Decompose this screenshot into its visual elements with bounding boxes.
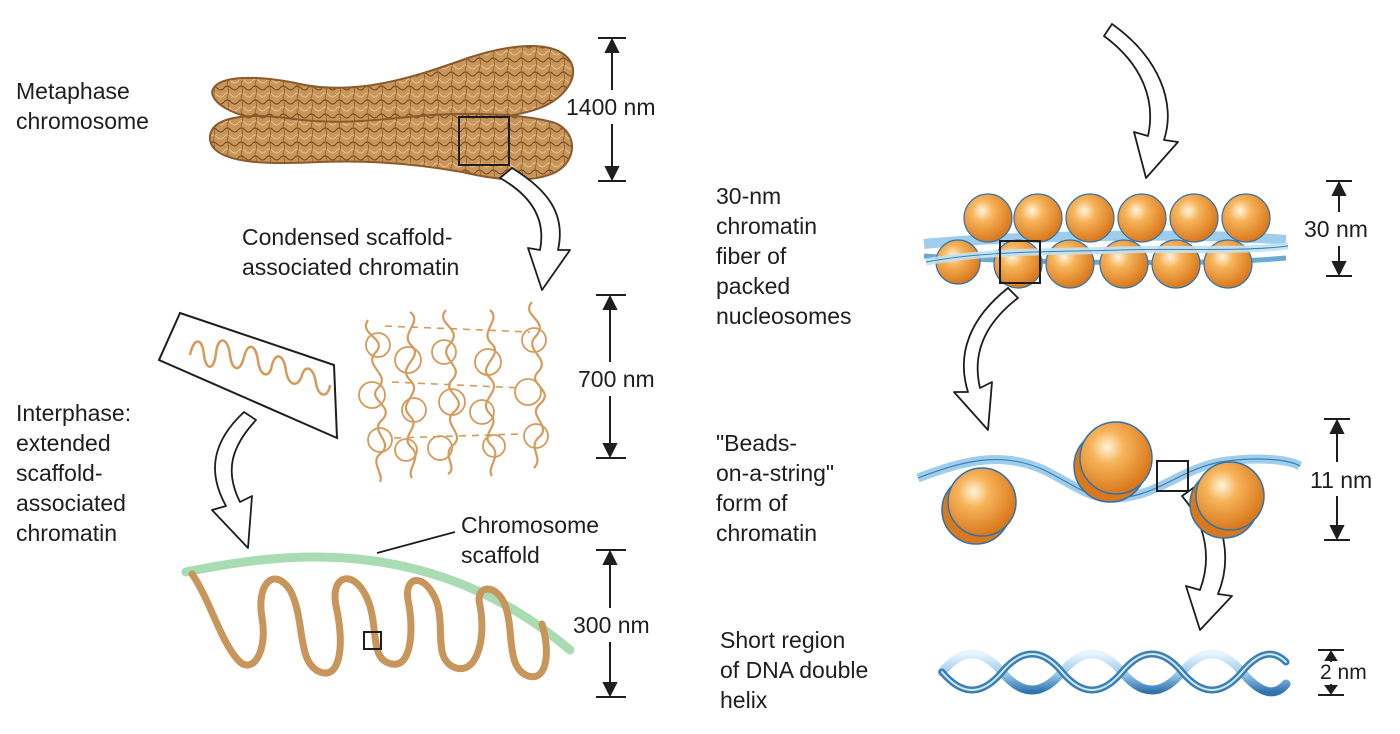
dimension-300nm: 300 nm <box>573 612 650 638</box>
dimension-bars <box>596 37 1352 698</box>
chromosome-scaffold <box>181 552 575 655</box>
extended-zoom-box <box>363 631 382 650</box>
arrow-icon <box>1103 23 1179 179</box>
arrow-icon <box>953 287 1019 431</box>
metaphase-chromosome <box>208 44 575 181</box>
arrow-icon <box>211 411 257 549</box>
beads-on-a-string <box>916 421 1303 545</box>
chromatin-fiber-30nm <box>923 193 1289 289</box>
dna-double-helix <box>937 649 1291 697</box>
dimension-1400nm: 1400 nm <box>566 94 656 120</box>
label-interphase-chromatin: Interphase: extended scaffold- associate… <box>16 400 132 546</box>
dimension-30nm: 30 nm <box>1304 216 1368 242</box>
interphase-zoom-panel <box>157 311 339 440</box>
beads-zoom-box <box>1156 460 1189 492</box>
dimension-2nm: 2 nm <box>1320 661 1367 684</box>
dimension-700nm: 700 nm <box>578 366 655 392</box>
chromosome-lower-arm <box>208 112 573 181</box>
arrow-icon <box>499 167 571 291</box>
label-chromosome-scaffold: Chromosome scaffold <box>461 512 600 568</box>
label-condensed-chromatin: Condensed scaffold- associated chromatin <box>242 224 460 280</box>
label-beads-on-a-string: "Beads- on-a-string" form of chromatin <box>716 430 835 546</box>
label-metaphase-chromosome: Metaphase chromosome <box>16 78 149 134</box>
fiber-zoom-box <box>999 240 1041 284</box>
extended-chromatin <box>181 531 575 681</box>
dimension-11nm: 11 nm <box>1310 467 1373 493</box>
condensed-chromatin <box>358 301 549 483</box>
label-30nm-fiber: 30-nm chromatin fiber of packed nucleoso… <box>716 183 852 329</box>
label-dna-double-helix: Short region of DNA double helix <box>720 627 869 713</box>
chromosome-upper-arm <box>210 44 575 126</box>
transition-arrows <box>211 23 1233 631</box>
metaphase-zoom-box <box>458 116 510 166</box>
